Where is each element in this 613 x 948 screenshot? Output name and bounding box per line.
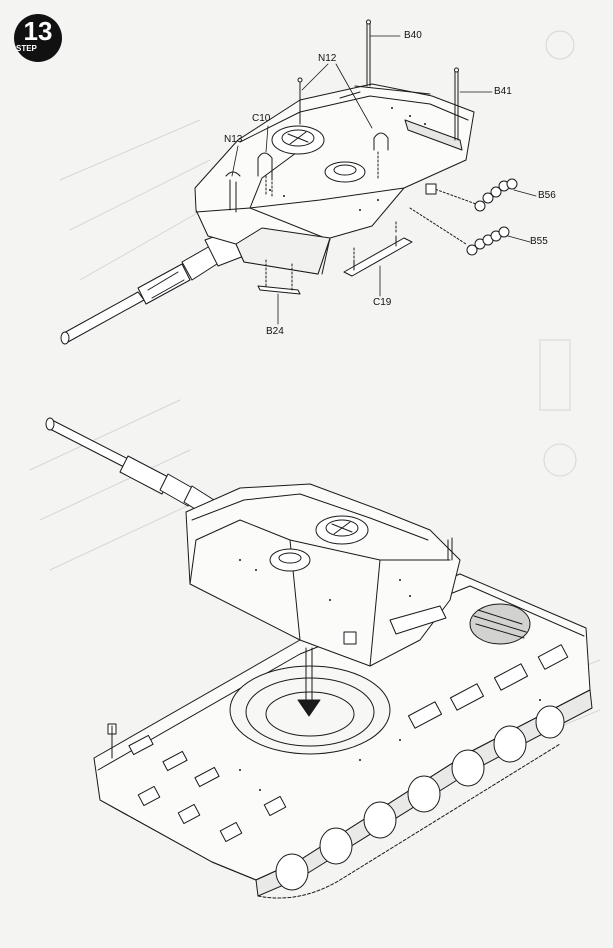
turret-gun-barrel [60, 229, 245, 345]
callout-n13: N13 [224, 134, 243, 145]
part-b55-launchers [409, 207, 510, 256]
part-b24-handle [257, 259, 301, 295]
part-b56-launchers [425, 178, 518, 212]
part-b41-antenna [454, 67, 459, 141]
callout-b40: B40 [404, 30, 422, 41]
callout-b56: B56 [538, 190, 556, 201]
gunner-sight [324, 161, 366, 183]
step-label: STEP [16, 44, 37, 53]
callout-leaders [231, 35, 537, 325]
callout-b55: B55 [530, 236, 548, 247]
hull-assembly [93, 573, 593, 899]
callout-c19: C19 [373, 297, 392, 308]
lower-gunner-sight [269, 548, 311, 572]
lower-turret-body [185, 483, 461, 667]
turret-assembly [60, 19, 537, 345]
part-n12-antenna [297, 77, 303, 125]
lower-gun-barrel [45, 417, 215, 517]
part-n12-grab-handle [373, 132, 389, 181]
callout-b41: B41 [494, 86, 512, 97]
lower-turret [45, 417, 461, 717]
part-c10-handle [257, 152, 273, 197]
callout-b24: B24 [266, 326, 284, 337]
callout-c10: C10 [252, 113, 271, 124]
callout-n12: N12 [318, 53, 337, 64]
deck-panels [128, 644, 569, 843]
part-c19-rail [343, 221, 413, 277]
step-badge: 13 STEP [14, 14, 62, 62]
lower-commander-hatch [315, 515, 369, 545]
lower-stowage-rack [343, 605, 447, 645]
engine-grille [469, 603, 531, 645]
hull-mirror-post [107, 723, 117, 759]
commander-hatch [271, 125, 325, 155]
placement-arrow [297, 647, 321, 717]
road-wheels [275, 705, 565, 891]
step-number: 13 [23, 16, 53, 46]
part-b40-antenna [366, 19, 371, 87]
